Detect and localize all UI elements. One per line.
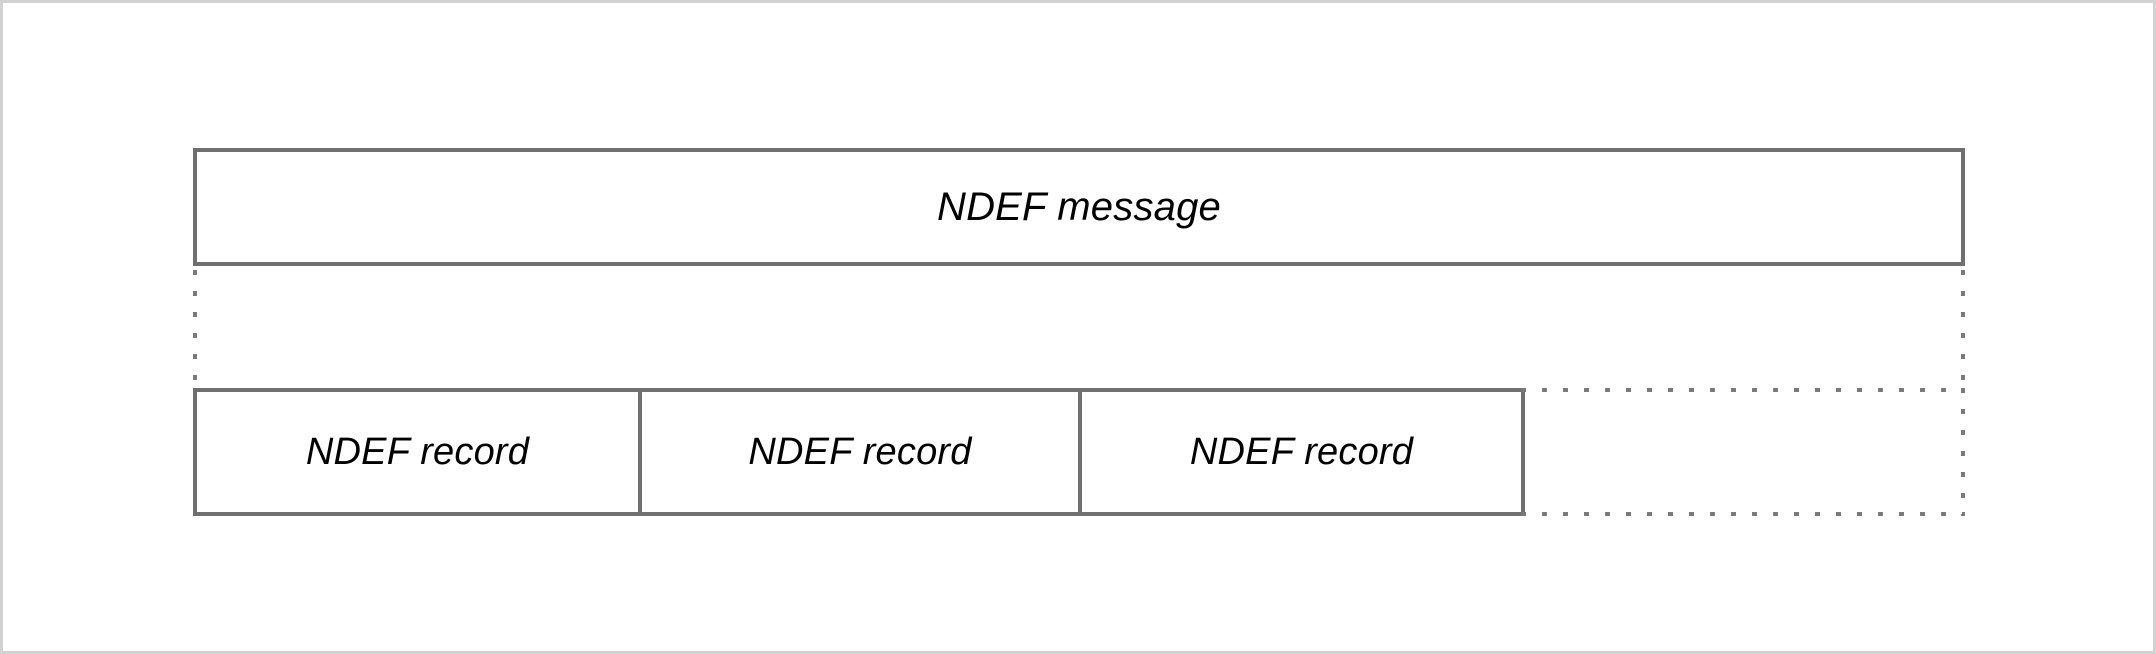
continuation-bottom-dotted-edge (1521, 512, 1965, 516)
ndef-record-box-1: NDEF record (193, 388, 642, 516)
ndef-record-box-3: NDEF record (1078, 388, 1525, 516)
ndef-message-label: NDEF message (937, 184, 1221, 229)
ndef-record-label-1: NDEF record (305, 430, 530, 473)
connector-left-dotted-line (193, 270, 197, 388)
connector-right-dotted-line (1961, 270, 1965, 388)
continuation-top-dotted-edge (1521, 388, 1965, 392)
ndef-record-label-2: NDEF record (748, 430, 972, 473)
ndef-records-continuation-box (1521, 388, 1965, 516)
ndef-records-row: NDEF record NDEF record NDEF record (193, 388, 1965, 516)
ndef-record-box-2: NDEF record (638, 388, 1082, 516)
ndef-record-label-3: NDEF record (1189, 430, 1414, 473)
ndef-message-box: NDEF message (193, 148, 1965, 266)
continuation-right-dotted-edge (1961, 388, 1965, 516)
